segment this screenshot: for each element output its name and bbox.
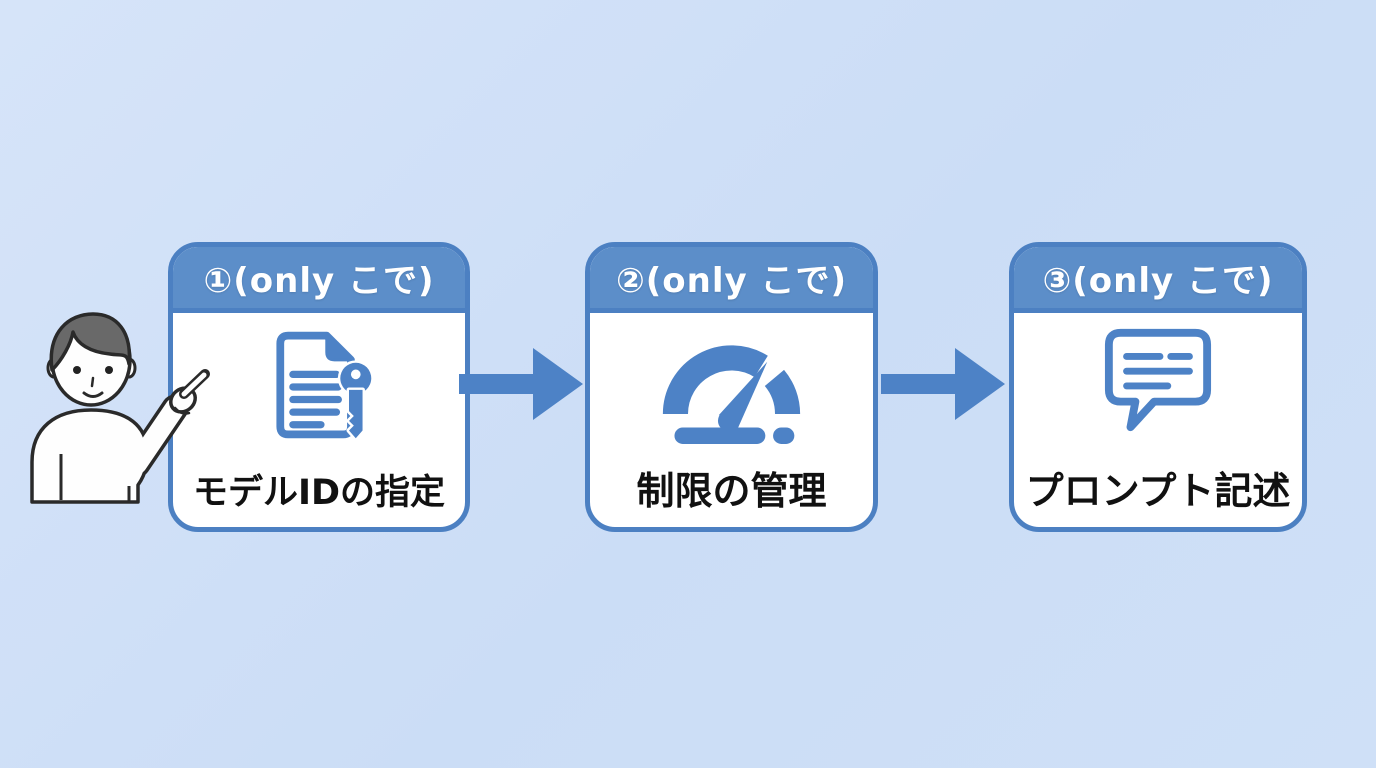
step-card-1: ①(only こで) bbox=[168, 242, 470, 532]
speedometer-icon bbox=[659, 325, 804, 445]
nose bbox=[90, 376, 95, 388]
speech-bubble-icon bbox=[1097, 325, 1219, 437]
hair bbox=[49, 312, 132, 372]
document-key-icon bbox=[259, 325, 379, 447]
mouth bbox=[82, 391, 104, 398]
flow-arrow-2 bbox=[881, 348, 1005, 420]
step-3-header: ③(only こで) bbox=[1014, 247, 1302, 313]
eye-right bbox=[105, 366, 113, 374]
step-1-header: ①(only こで) bbox=[173, 247, 465, 313]
flow-arrow-1 bbox=[459, 348, 583, 420]
step-3-body: プロンプト記述 bbox=[1014, 313, 1302, 527]
finger-fill bbox=[181, 372, 207, 397]
eye-left bbox=[73, 366, 81, 374]
step-3-label: プロンプト記述 bbox=[1025, 469, 1291, 514]
step-2-label: 制限の管理 bbox=[636, 469, 827, 514]
step-card-2: ②(only こで) 制限の管理 bbox=[585, 242, 878, 532]
step-1-body: モデルIDの指定 bbox=[173, 313, 465, 527]
arm-fill bbox=[127, 398, 185, 474]
hand-detail bbox=[173, 406, 191, 415]
step-1-label: モデルIDの指定 bbox=[192, 473, 446, 514]
step-card-3: ③(only こで) プロンプト記述 bbox=[1009, 242, 1307, 532]
step-2-body: 制限の管理 bbox=[590, 313, 873, 527]
step-2-header: ②(only こで) bbox=[590, 247, 873, 313]
person-pointing-illustration bbox=[30, 312, 210, 504]
